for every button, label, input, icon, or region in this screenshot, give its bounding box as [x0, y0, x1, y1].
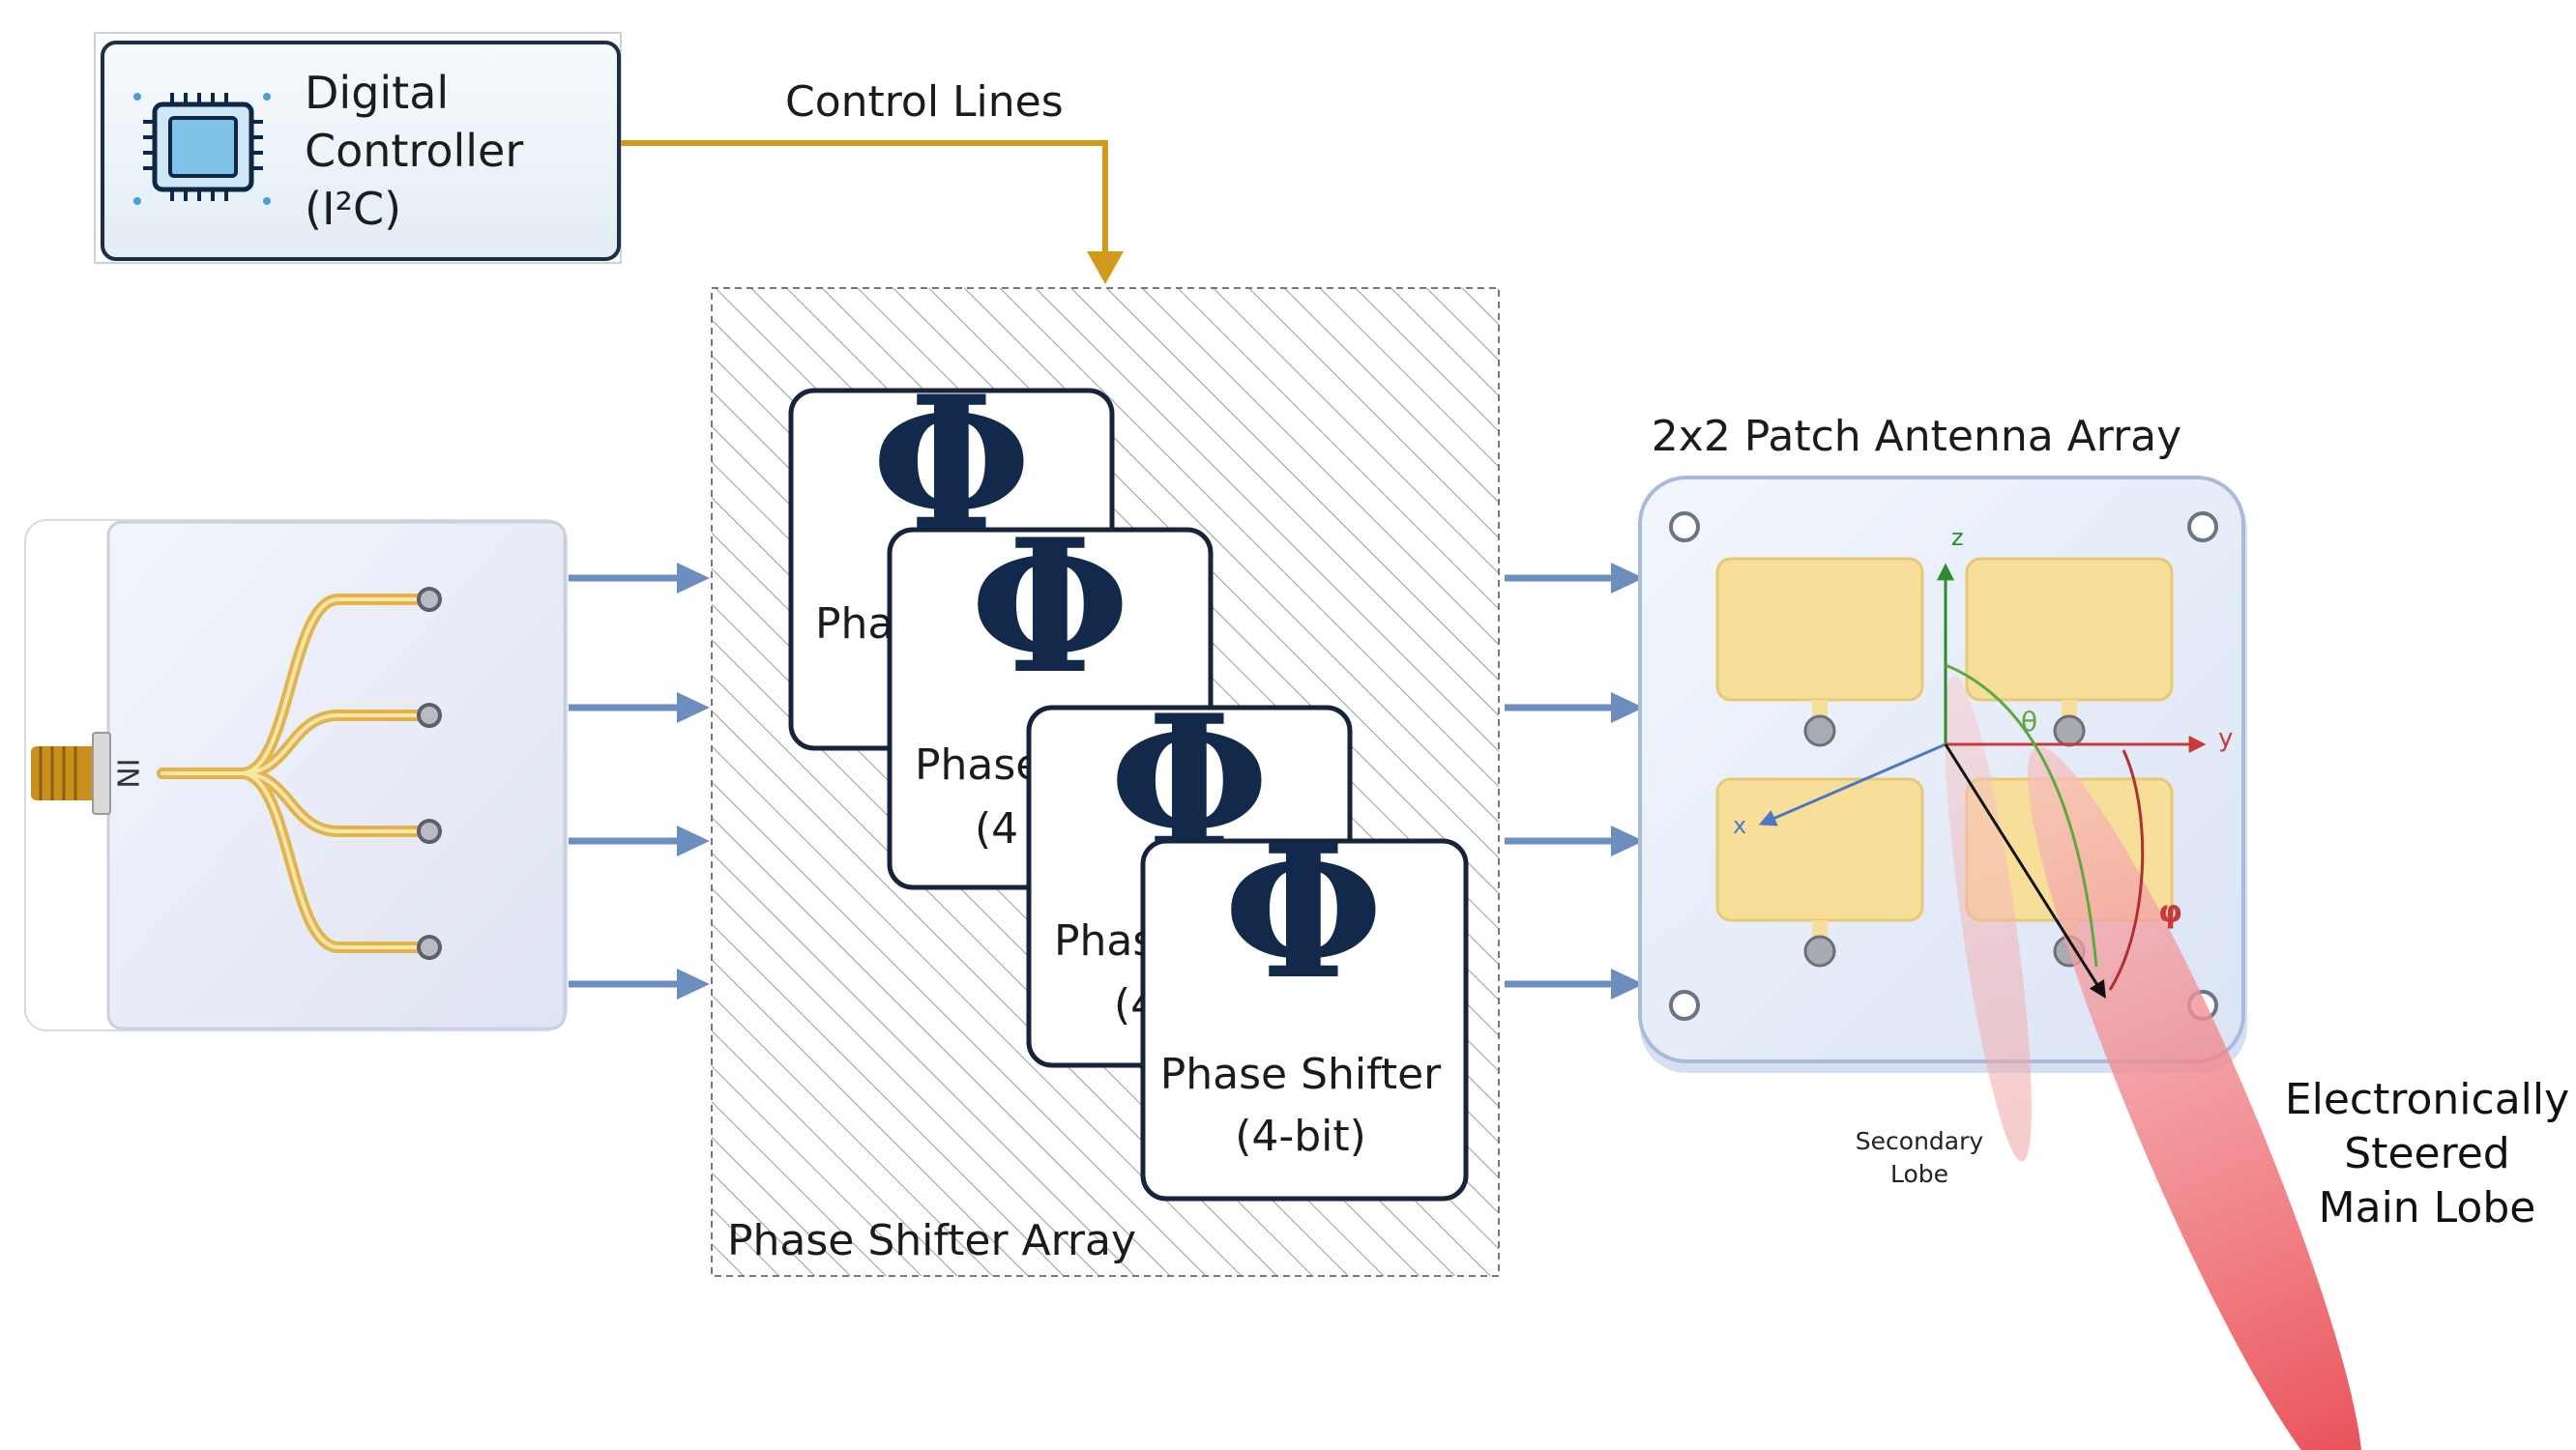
- control-line: [621, 140, 1124, 284]
- secondary-lobe-line1: Secondary: [1855, 1127, 1984, 1155]
- phase-shifter-card-line2: (4-bit): [1235, 1112, 1366, 1161]
- patch-element: [1715, 557, 1924, 747]
- main-lobe-label: Electronically Steered Main Lobe: [2263, 1073, 2576, 1235]
- phase-shifter-array-title: Phase Shifter Array: [727, 1216, 1136, 1265]
- controller-label-line2: Controller: [305, 125, 524, 177]
- phase-card-2-bits: (4: [975, 804, 1018, 854]
- main-lobe-line2: Steered: [2344, 1129, 2510, 1178]
- main-lobe-line3: Main Lobe: [2318, 1183, 2536, 1232]
- chip-icon: [133, 93, 271, 205]
- splitter-network-icon: [157, 587, 442, 960]
- controller-label-line1: Digital: [305, 67, 450, 119]
- main-lobe-line1: Electronically: [2284, 1075, 2570, 1124]
- phi-icon: Φ: [970, 499, 1130, 714]
- output-signal-arrows: [1505, 563, 1644, 1000]
- phase-shifter-card-line1: Phase Shifter: [1159, 1050, 1442, 1099]
- main-lobe: [2027, 746, 2363, 1450]
- antenna-array-title: 2x2 Patch Antenna Array: [1652, 412, 2181, 461]
- controller-label-line3: (I²C): [305, 183, 402, 235]
- y-axis-label: y: [2218, 724, 2233, 753]
- coordinate-axes: [1758, 563, 2207, 1000]
- sma-connector-icon: [31, 732, 111, 815]
- phase-shifter-card-label: Phase Shifter (4-bit): [1141, 1044, 1460, 1168]
- z-axis-label: z: [1951, 524, 1964, 551]
- in-port-label: IN: [110, 758, 144, 788]
- digital-controller-block: [94, 32, 622, 264]
- patch-element: [1965, 557, 2174, 747]
- phase-shifter-card-4: [1140, 838, 1469, 1202]
- phi-angle-label: φ: [2158, 893, 2182, 930]
- phase-card-1-label: Pha: [815, 599, 893, 649]
- phase-symbol-2: Φ Phase (4: [915, 499, 1130, 854]
- secondary-lobe-line2: Lobe: [1889, 1160, 1949, 1188]
- x-axis-label: x: [1733, 812, 1746, 839]
- theta-label: θ: [2021, 706, 2037, 738]
- secondary-lobe: [1945, 675, 2032, 1162]
- input-signal-arrows: [569, 563, 710, 1000]
- control-lines-label: Control Lines: [785, 77, 1064, 127]
- phi-icon: Φ: [1223, 804, 1384, 1020]
- secondary-lobe-label: Secondary Lobe: [1818, 1125, 2021, 1191]
- phase-card-3-label: Phas: [1054, 916, 1155, 966]
- controller-label: Digital Controller (I²C): [305, 64, 523, 238]
- phase-card-2-label: Phase: [915, 740, 1041, 790]
